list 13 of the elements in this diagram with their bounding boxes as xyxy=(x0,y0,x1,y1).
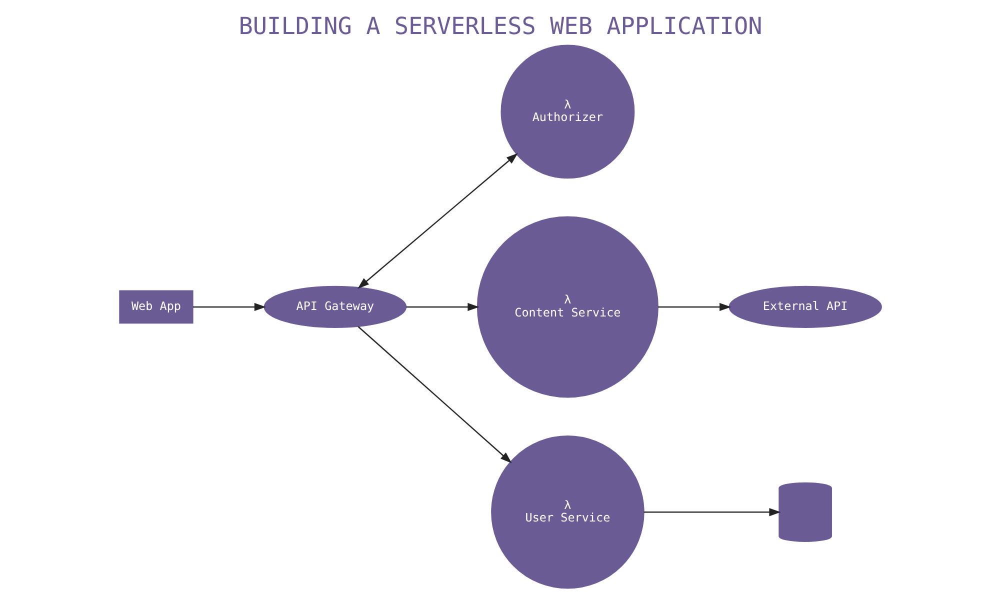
node-circle: λ User Service xyxy=(490,436,644,589)
arrow xyxy=(357,326,512,464)
node-box: Web App xyxy=(118,290,193,324)
node-ellipse: API Gateway xyxy=(263,286,406,328)
diagram-title: BUILDING A SERVERLESS WEB APPLICATION xyxy=(238,12,762,40)
arrow xyxy=(357,153,518,289)
arrow xyxy=(192,302,266,311)
node-circle: λ Content Service xyxy=(476,216,658,398)
node-circle: λ Authorizer xyxy=(500,44,634,179)
node-ellipse: External API xyxy=(728,286,882,328)
arrow xyxy=(658,302,731,311)
arrow xyxy=(406,302,479,311)
arrow xyxy=(643,508,780,516)
